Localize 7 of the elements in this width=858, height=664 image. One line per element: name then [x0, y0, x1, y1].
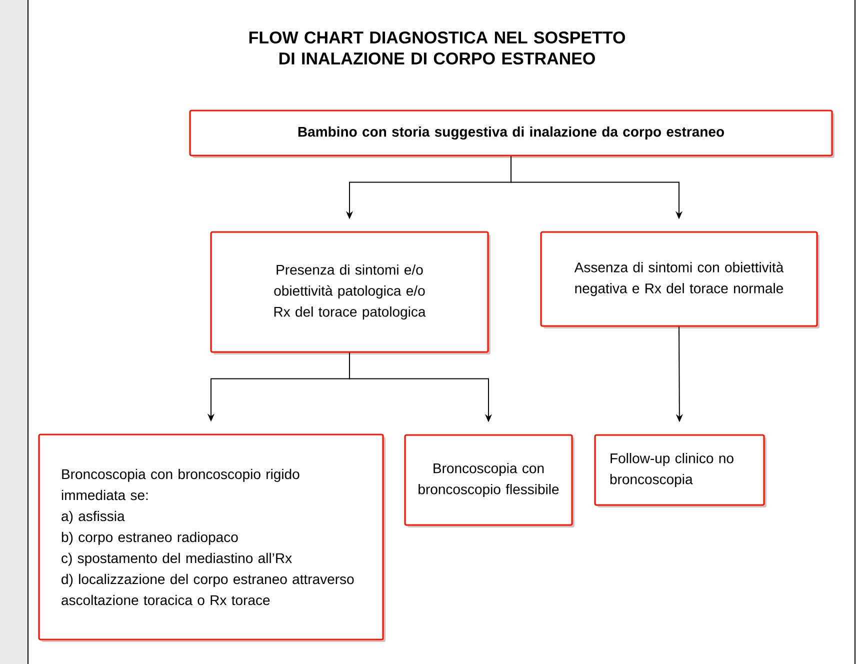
title: FLOW CHART DIAGNOSTICA NEL SOSPETTO DI INALAZIONE DI CORPO ESTRANEO: [249, 31, 626, 65]
process-box: Broncoscopia con broncoscopio flessibile: [404, 434, 574, 528]
process-box: Presenza di sintomi e/o obiettività patologica e/o Rx del torace patologica: [210, 231, 490, 354]
process-box: Assenza di sintomi con obiettività negativa e Rx del torace normale: [540, 231, 820, 328]
process-box: Bambino con storia suggestiva di inalazione da corpo estraneo: [189, 110, 835, 158]
process-box: Broncoscopia con broncoscopio rigido immediata se: a) asfissia b) corpo estraneo radiopaco c) spostamento del mediastino all’Rx d) localizzazione del corpo estraneo attraverso ascoltazione toracica o Rx torace: [38, 434, 386, 642]
process-box: Follow-up clinico no broncoscopia: [594, 434, 766, 508]
